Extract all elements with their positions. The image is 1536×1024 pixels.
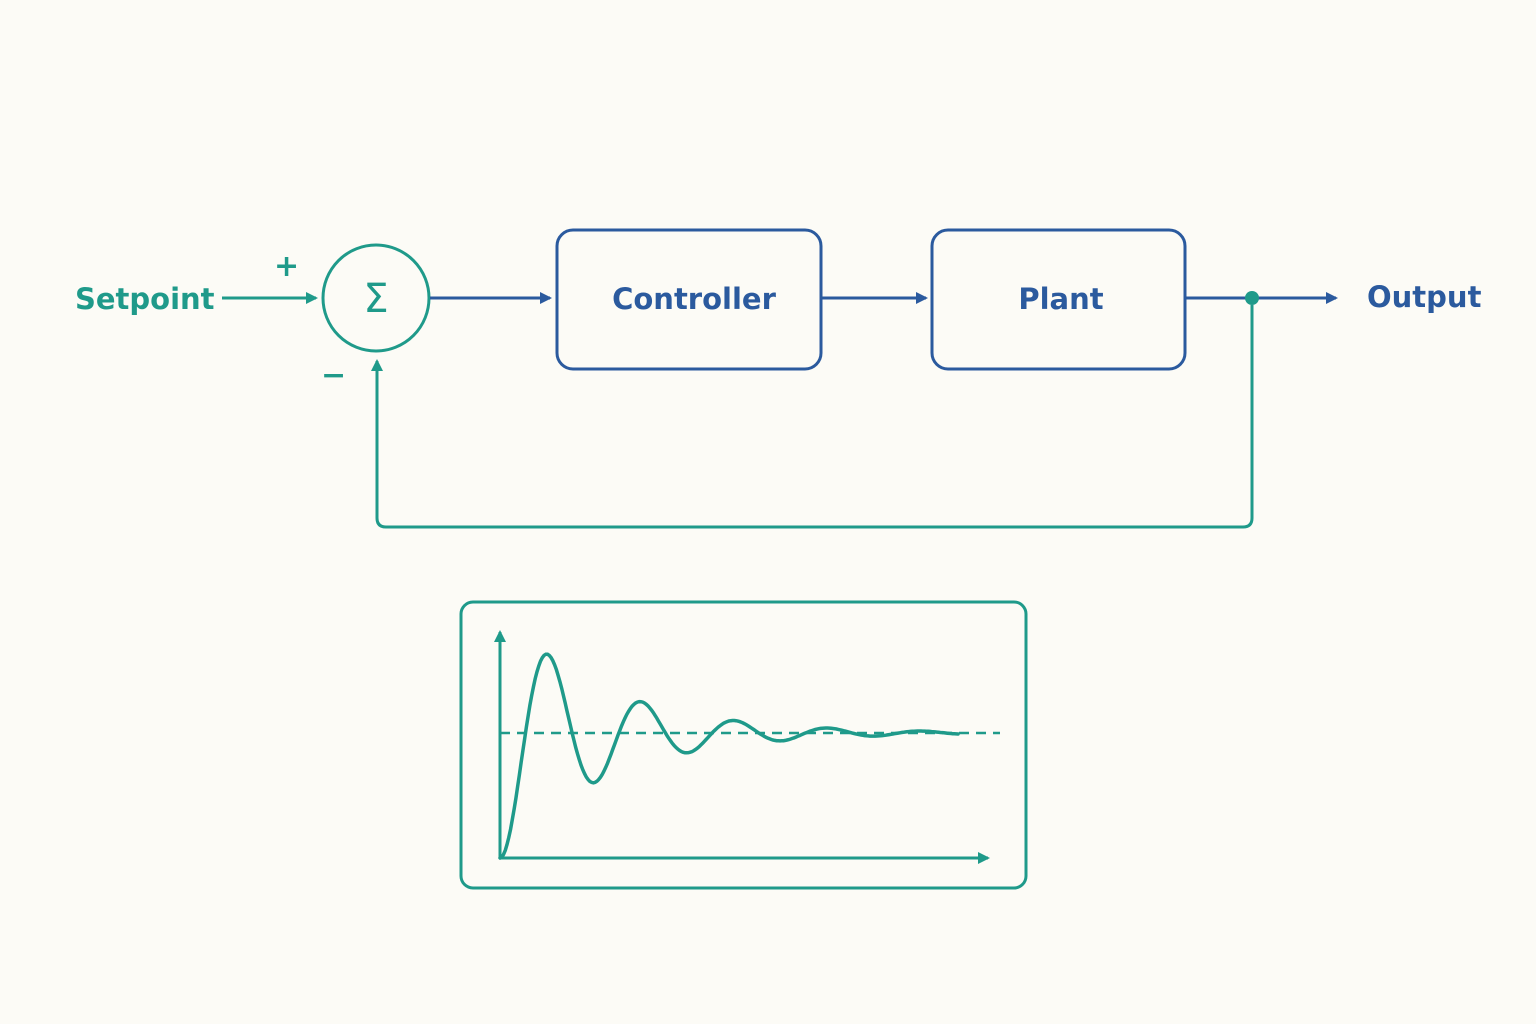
- plus-sign: +: [274, 249, 299, 284]
- output-label: Output: [1367, 280, 1482, 314]
- setpoint-label: Setpoint: [75, 282, 215, 316]
- plant-label: Plant: [1018, 282, 1103, 316]
- feedback-path: [371, 305, 1254, 529]
- branch-point: [1245, 291, 1259, 305]
- minus-sign: −: [321, 358, 346, 393]
- controller-label: Controller: [612, 282, 776, 316]
- sigma-symbol: Σ: [363, 276, 388, 322]
- summing-junction: [321, 243, 431, 353]
- response-chart-frame: [459, 600, 1028, 890]
- step-response-curve: [498, 652, 960, 860]
